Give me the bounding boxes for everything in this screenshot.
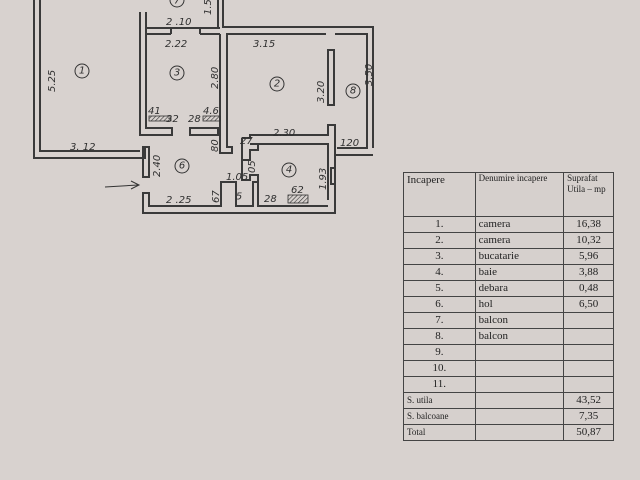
dim-label: 32 [166, 114, 179, 125]
dim-label: 3.50 [364, 64, 375, 86]
dim-label: 2.30 [273, 128, 295, 139]
cell-area: 3,88 [563, 264, 614, 281]
cell-area [563, 328, 614, 345]
cell-area: 50,87 [563, 424, 614, 441]
dim-label: 28 [188, 114, 201, 125]
cell-area [563, 360, 614, 377]
cell-number: 11. [403, 376, 476, 393]
cell-number: 9. [403, 344, 476, 361]
cell-name: hol [474, 296, 565, 313]
cell-name [474, 344, 565, 361]
table-total-row: Total 50,87 [403, 424, 614, 441]
cell-area: 6,50 [563, 296, 614, 313]
cell-number: 6. [403, 296, 476, 313]
cell-name [474, 424, 565, 441]
cell-name: balcon [474, 312, 565, 329]
cell-name [474, 408, 565, 425]
cell-name [474, 376, 565, 393]
cell-number: 1. [403, 216, 476, 233]
dim-label: 2.22 [165, 39, 187, 50]
dim-label: 4.6 [203, 106, 219, 117]
dim-label: 5.25 [47, 70, 58, 92]
dim-label: 3.20 [316, 81, 327, 103]
cell-name: camera [474, 216, 565, 233]
cell-number: 4. [403, 264, 476, 281]
cell-number: Total [403, 424, 476, 441]
cell-area [563, 344, 614, 361]
cell-number: 7. [403, 312, 476, 329]
cell-name: balcon [474, 328, 565, 345]
cell-name: debara [474, 280, 565, 297]
dim-label: 1.93 [318, 168, 329, 190]
cell-area [563, 312, 614, 329]
dim-label: 67 [211, 190, 222, 203]
cell-area: 7,35 [563, 408, 614, 425]
cell-number: 8. [403, 328, 476, 345]
dim-label: 80 [210, 139, 221, 152]
dim-label: 28 [264, 194, 277, 205]
dim-label: 27 [240, 136, 253, 147]
room-number-6: 6 [179, 161, 185, 172]
cell-area: 5,96 [563, 248, 614, 265]
room-number-7: 7 [174, 0, 181, 7]
dim-label: 3.15 [253, 39, 275, 50]
header-denumire: Denumire incapere [474, 172, 565, 217]
room-number-8: 8 [350, 86, 356, 97]
dimension-labels: 5.25 3. 12 1.50 2 .10 2.22 2.80 3.15 3.2… [47, 0, 375, 206]
dim-label: 41 [148, 106, 161, 117]
table-row: 11. [403, 376, 614, 393]
header-incapere: Incapere [403, 172, 476, 217]
dim-label: 1.05 [226, 172, 248, 183]
room-number-2: 2 [274, 79, 280, 90]
table-total-row: S. balcoane 7,35 [403, 408, 614, 425]
cell-number: 5. [403, 280, 476, 297]
cell-name [474, 392, 565, 409]
table-row: 7.balcon [403, 312, 614, 329]
cell-area: 16,38 [563, 216, 614, 233]
header-suprafata: Suprafat Utila – mp [563, 172, 614, 217]
room-number-5: 5 [236, 192, 242, 203]
cell-name: baie [474, 264, 565, 281]
dim-label: 2.40 [152, 155, 163, 177]
table-row: 10. [403, 360, 614, 377]
walls [33, 0, 374, 214]
dim-label: 1.50 [203, 0, 214, 15]
dim-label: 3. 12 [70, 142, 95, 153]
dim-label: 2.80 [210, 67, 221, 89]
dim-label: 2 .10 [166, 17, 191, 28]
room-number-4: 4 [286, 165, 292, 176]
dim-label: 2 .25 [166, 195, 191, 206]
room-number-3: 3 [174, 68, 180, 79]
entrance-arrow [104, 180, 141, 190]
dim-label: 120 [340, 138, 359, 149]
cell-number: 10. [403, 360, 476, 377]
cell-number: S. balcoane [403, 408, 476, 425]
table-header-row: Incapere Denumire incapere Suprafat Util… [403, 172, 614, 217]
cell-number: S. utila [403, 392, 476, 409]
cell-name: camera [474, 232, 565, 249]
dim-label: 05 [247, 160, 258, 173]
room-labels: 1 2 3 4 5 6 7 8 [74, 0, 361, 203]
cell-area [563, 376, 614, 393]
cell-name: bucatarie [474, 248, 565, 265]
dim-label: 62 [291, 185, 304, 196]
cell-area: 0,48 [563, 280, 614, 297]
cell-name [474, 360, 565, 377]
cell-number: 2. [403, 232, 476, 249]
cell-area: 43,52 [563, 392, 614, 409]
table-row: 9. [403, 344, 614, 361]
table-row: 8.balcon [403, 328, 614, 345]
room-area-table: Incapere Denumire incapere Suprafat Util… [403, 172, 614, 441]
cell-number: 3. [403, 248, 476, 265]
room-number-1: 1 [79, 66, 85, 77]
table-total-row: S. utila 43,52 [403, 392, 614, 409]
cell-area: 10,32 [563, 232, 614, 249]
